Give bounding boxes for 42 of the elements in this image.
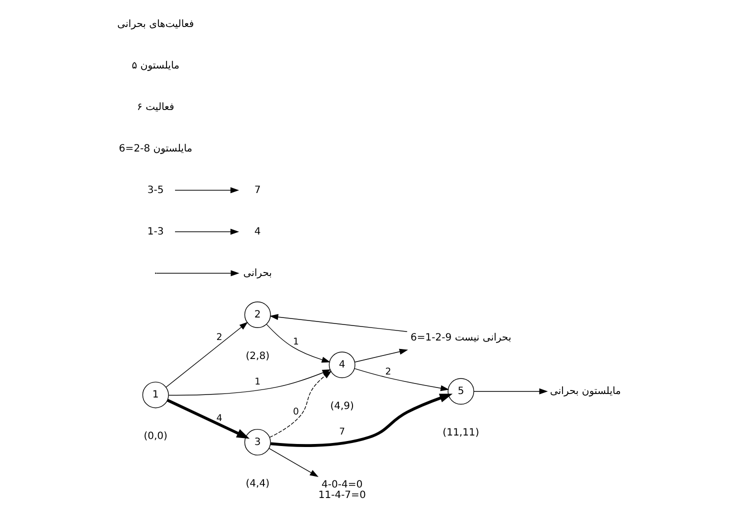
node-text: 7 [254, 184, 260, 196]
edge-label: 1 [254, 376, 260, 388]
edge-label: 0 [292, 406, 298, 418]
node-text: بحرانی نیست 9-2-1=6 [410, 332, 511, 344]
arrow [174, 187, 239, 194]
label: ۶ فعالیت [136, 102, 174, 113]
node-text: 4 [254, 226, 260, 238]
node-label: (4,4) [245, 478, 269, 490]
node-label: (11,11) [442, 428, 479, 439]
arrow [473, 388, 548, 394]
label: مایلستون 8-2=6 [118, 143, 192, 154]
arrow [354, 368, 449, 392]
label: ۵ مایلستون [131, 60, 179, 72]
arrow [268, 370, 332, 438]
edge-label: 7 [338, 426, 345, 438]
node-circle: 4 [328, 352, 355, 378]
node-text: 1-3 [146, 226, 164, 238]
node-label: (2,8) [245, 350, 269, 362]
node-circle: 2 [244, 302, 270, 328]
arrow [269, 314, 407, 332]
arrow [165, 322, 248, 388]
node-label: (4,9) [330, 401, 354, 412]
edge-label: 2 [216, 332, 222, 344]
arrow [166, 398, 250, 439]
node-text: مایلستون بحرانی [550, 386, 620, 398]
node-text: 3-5 [146, 184, 164, 196]
node-text: 4-0-4=0 11-4-7=0 [318, 479, 366, 502]
node-circle: 5 [447, 378, 474, 405]
arrow [266, 324, 330, 363]
arrow [174, 228, 239, 235]
node-label: (0,0) [143, 431, 167, 442]
edge-label: 2 [384, 366, 391, 378]
edge-label: 4 [216, 413, 222, 424]
node-text: بحرانی [242, 268, 272, 279]
node-circle: 1 [142, 382, 168, 408]
arrow [268, 448, 318, 477]
arrow [354, 348, 408, 362]
edge-label: 1 [292, 336, 298, 348]
node-circle: 3 [244, 428, 270, 456]
arrow [270, 394, 452, 447]
label: فعالیت‌های بحرانی [116, 18, 194, 30]
arrow [156, 270, 239, 276]
